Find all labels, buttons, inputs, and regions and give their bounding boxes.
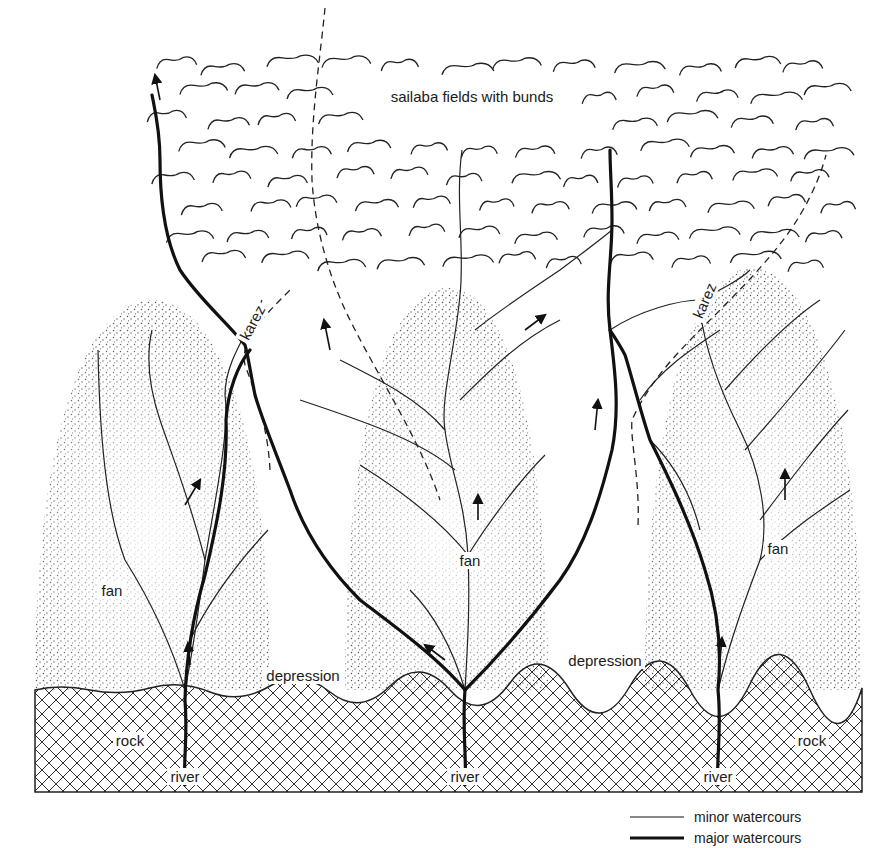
- field-bunds: [147, 55, 855, 272]
- legend-line-sample: [628, 812, 686, 822]
- legend: minor watercours major watercours: [628, 806, 801, 848]
- fan-label: fan: [99, 582, 126, 599]
- flow-arrow: [155, 75, 785, 665]
- rock-label: rock: [795, 732, 829, 749]
- karez-label: karez: [234, 299, 269, 345]
- river-label: river: [167, 768, 202, 785]
- legend-entry: minor watercours: [628, 806, 801, 827]
- legend-entry: major watercours: [628, 827, 801, 848]
- major-watercourse: [152, 95, 719, 785]
- legend-text: major watercours: [694, 830, 801, 846]
- flow-arrow: [185, 480, 200, 505]
- flow-arrow: [324, 320, 330, 350]
- flow-arrow: [525, 315, 545, 330]
- flow-arrow: [784, 470, 786, 500]
- fan-label: fan: [457, 552, 484, 569]
- flow-arrow: [720, 638, 722, 660]
- river-label: river: [700, 768, 735, 785]
- alluvial-fan: [35, 268, 862, 690]
- river-label: river: [447, 768, 482, 785]
- flow-arrow: [595, 400, 598, 430]
- fan-label: fan: [765, 540, 792, 557]
- minor-watercourse: [98, 150, 850, 690]
- depression-label: depression: [565, 652, 644, 669]
- legend-text: minor watercours: [694, 809, 801, 825]
- karez-label: karez: [688, 277, 721, 323]
- flow-arrow: [188, 643, 190, 665]
- rock-label: rock: [113, 732, 147, 749]
- flow-arrow: [155, 75, 160, 100]
- flow-arrow: [425, 645, 445, 660]
- flow-arrow: [477, 495, 479, 520]
- rock-band: [35, 654, 862, 792]
- karez-channel: [244, 8, 826, 525]
- field-label: sailaba fields with bunds: [388, 88, 557, 105]
- legend-line-sample: [628, 833, 686, 843]
- depression-label: depression: [263, 667, 342, 684]
